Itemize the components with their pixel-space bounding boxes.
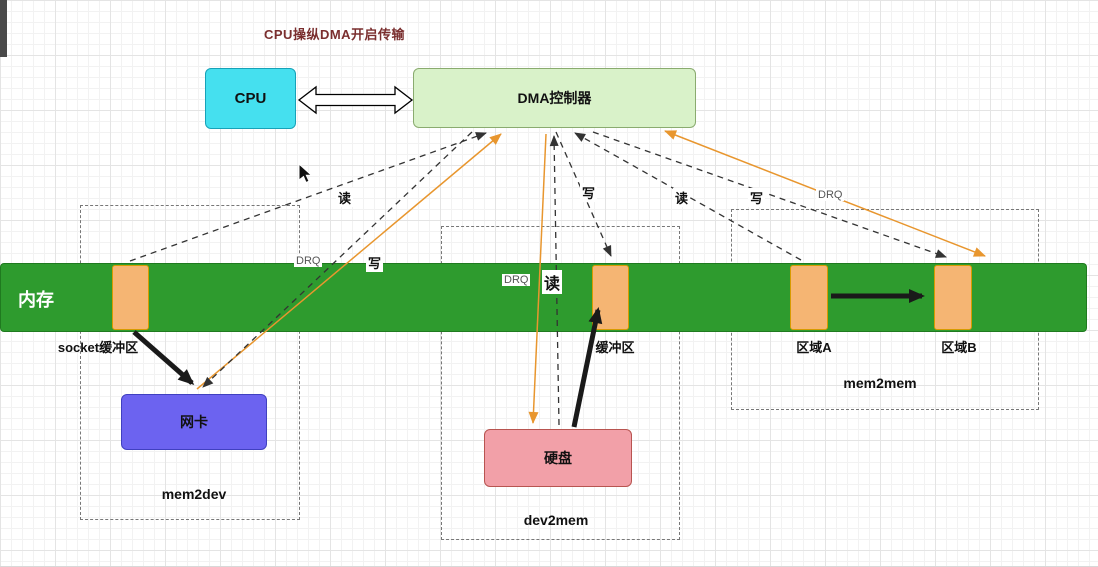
mem2dev-label: mem2dev bbox=[161, 486, 227, 502]
edge-label-write-nic: 写 bbox=[366, 253, 384, 272]
edge-label-drq-nic: DRQ bbox=[294, 255, 323, 267]
cpu-node[interactable]: CPU bbox=[205, 68, 296, 129]
dma-controller-label: DMA控制器 bbox=[517, 90, 592, 106]
edge-label-read-region-a: 读 bbox=[673, 188, 691, 207]
hard-disk-label: 硬盘 bbox=[544, 450, 572, 466]
region-b-label: 区域B bbox=[941, 340, 977, 355]
group-box-mem2dev[interactable] bbox=[80, 205, 300, 520]
diagram-title: CPU操纵DMA开启传输 bbox=[264, 27, 406, 42]
edge-label-write-buffer: 写 bbox=[580, 183, 598, 202]
memory-label: 内存 bbox=[18, 290, 54, 310]
socket-buffer-label: socket缓冲区 bbox=[57, 340, 139, 355]
socket-buffer-block[interactable] bbox=[112, 265, 149, 330]
cpu-node-label: CPU bbox=[234, 90, 267, 107]
mouse-cursor bbox=[298, 162, 313, 184]
region-a-label: 区域A bbox=[796, 340, 832, 355]
edge-label-drq-mem2mem: DRQ bbox=[816, 189, 845, 201]
buffer-label: 缓冲区 bbox=[595, 340, 635, 355]
network-card-node[interactable]: 网卡 bbox=[121, 394, 267, 450]
buffer-block[interactable] bbox=[592, 265, 629, 330]
edge-label-read-disk: 读 bbox=[542, 270, 563, 294]
mem2mem-label: mem2mem bbox=[843, 375, 917, 391]
edge-label-drq-disk: DRQ bbox=[502, 274, 531, 286]
region-a-block[interactable] bbox=[790, 265, 828, 330]
hard-disk-node[interactable]: 硬盘 bbox=[484, 429, 632, 487]
edge-label-write-region-b: 写 bbox=[748, 188, 766, 207]
network-card-label: 网卡 bbox=[180, 414, 208, 430]
cpu-dma-double-arrow bbox=[297, 85, 414, 115]
dma-controller-node[interactable]: DMA控制器 bbox=[413, 68, 696, 128]
region-b-block[interactable] bbox=[934, 265, 972, 330]
dev2mem-label: dev2mem bbox=[523, 512, 589, 528]
window-edge-strip bbox=[0, 0, 7, 57]
edge-label-read-socket: 读 bbox=[336, 188, 354, 207]
